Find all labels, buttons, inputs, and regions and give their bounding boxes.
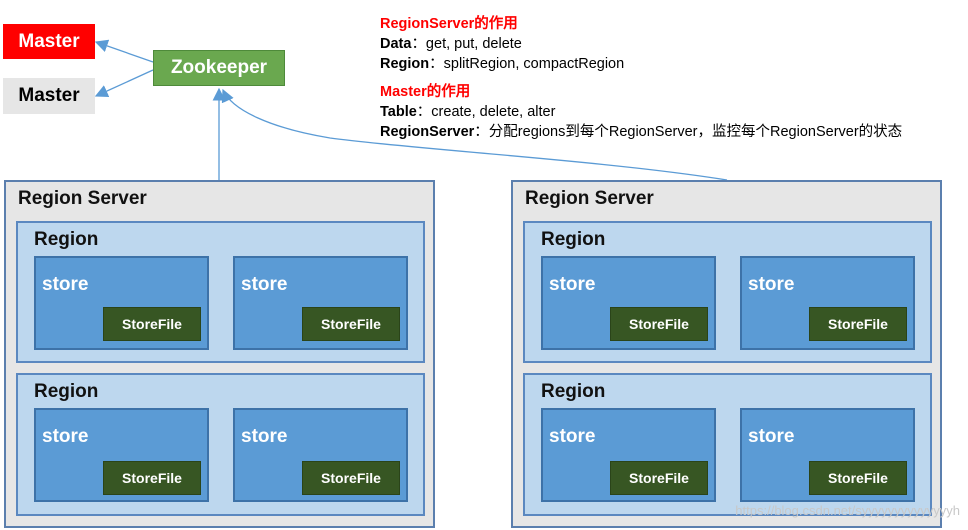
regionserver-role-line-data: Data：get, put, delete — [380, 34, 902, 54]
role-key: Region — [380, 56, 430, 72]
storefile-box: StoreFile — [610, 461, 708, 495]
store-label: store — [241, 426, 288, 447]
role-key: Table — [380, 104, 417, 120]
role-text: ：create, delete, alter — [416, 104, 556, 120]
region-server-title: Region Server — [18, 188, 147, 209]
store-label: store — [549, 274, 596, 295]
region-2-2: Region store StoreFile store StoreFile — [523, 373, 932, 516]
region-server-1: Region Server Region store StoreFile sto… — [4, 180, 435, 528]
storefile-box: StoreFile — [809, 307, 907, 341]
storefile-box: StoreFile — [302, 461, 400, 495]
store-label: store — [748, 274, 795, 295]
storefile-box: StoreFile — [302, 307, 400, 341]
roles-description: RegionServer的作用 Data：get, put, delete Re… — [380, 14, 902, 142]
role-key: RegionServer — [380, 124, 475, 140]
store-box: store StoreFile — [34, 256, 209, 350]
role-text: ：splitRegion, compactRegion — [429, 56, 625, 72]
storefile-box: StoreFile — [103, 461, 201, 495]
store-box: store StoreFile — [740, 408, 915, 502]
region-server-2: Region Server Region store StoreFile sto… — [511, 180, 942, 528]
server2-to-zk-arrow — [221, 88, 728, 181]
zookeeper-box: Zookeeper — [153, 50, 285, 86]
storefile-box: StoreFile — [103, 307, 201, 341]
store-label: store — [42, 274, 89, 295]
region-2-1: Region store StoreFile store StoreFile — [523, 221, 932, 363]
region-title: Region — [541, 229, 606, 250]
store-label: store — [549, 426, 596, 447]
master-standby-box: Master — [3, 78, 95, 114]
master-role-title: Master的作用 — [380, 84, 471, 100]
zk-to-master-active-arrow — [94, 39, 154, 63]
store-box: store StoreFile — [233, 256, 408, 350]
store-box: store StoreFile — [541, 408, 716, 502]
store-box: store StoreFile — [34, 408, 209, 502]
store-label: store — [42, 426, 89, 447]
region-title: Region — [34, 229, 99, 250]
zk-to-master-standby-arrow — [94, 69, 154, 98]
watermark-text: https://blog.csdn.net/syyyyyyyyyyyyyyh — [735, 503, 960, 518]
master-role-line-regionserver: RegionServer：分配regions到每个RegionServer，监控… — [380, 122, 902, 142]
store-box: store StoreFile — [541, 256, 716, 350]
role-text: ：分配regions到每个RegionServer，监控每个RegionServ… — [474, 124, 903, 140]
master-active-box: Master — [3, 24, 95, 59]
role-text: ：get, put, delete — [411, 36, 522, 52]
region-1-2: Region store StoreFile store StoreFile — [16, 373, 425, 516]
regionserver-role-line-region: Region：splitRegion, compactRegion — [380, 54, 902, 74]
region-title: Region — [541, 381, 606, 402]
store-box: store StoreFile — [233, 408, 408, 502]
region-server-title: Region Server — [525, 188, 654, 209]
region-1-1: Region store StoreFile store StoreFile — [16, 221, 425, 363]
regionserver-role-title: RegionServer的作用 — [380, 16, 518, 32]
region-title: Region — [34, 381, 99, 402]
master-role-line-table: Table：create, delete, alter — [380, 102, 902, 122]
role-key: Data — [380, 36, 412, 52]
store-box: store StoreFile — [740, 256, 915, 350]
store-label: store — [748, 426, 795, 447]
storefile-box: StoreFile — [610, 307, 708, 341]
storefile-box: StoreFile — [809, 461, 907, 495]
store-label: store — [241, 274, 288, 295]
